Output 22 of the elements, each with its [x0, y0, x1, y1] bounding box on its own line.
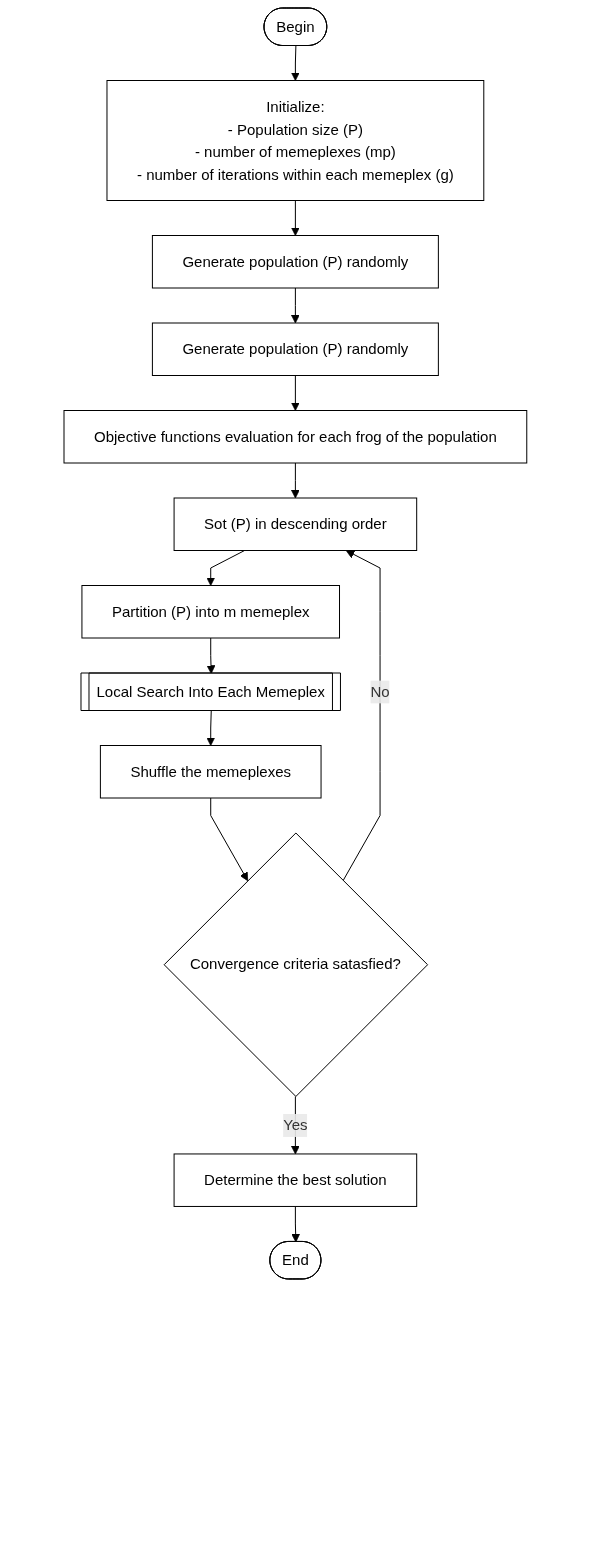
node-box: Partition (P) into m memeplex: [81, 585, 340, 639]
arrow: [290, 375, 300, 411]
node-box: Initialize: - Population size (P) - number of memeplexes (mp) - number of iterations within each memeplex (g): [106, 80, 484, 201]
arrow: [205, 550, 245, 586]
arrow: [205, 710, 215, 746]
edge-label: Yes: [282, 1115, 308, 1133]
arrow: [290, 1205, 300, 1243]
node-diamond: Convergence criteria satasfied?: [163, 832, 428, 1097]
node-box: Generate population (P) randomly: [151, 322, 439, 376]
arrow: [209, 797, 248, 882]
arrow: [290, 462, 300, 499]
node-box: Objective functions evaluation for each frog of the population: [63, 410, 527, 464]
edge-label: No: [370, 682, 390, 700]
node-box: Shuffle the memeplexes: [99, 745, 322, 799]
node-box: Sot (P) in descending order: [173, 497, 417, 551]
arrow: [290, 45, 300, 81]
node-box: Determine the best solution: [173, 1153, 417, 1207]
arrow: [206, 637, 215, 674]
arrow: [342, 550, 381, 882]
node-box: Generate population (P) randomly: [151, 235, 439, 289]
arrow: [290, 287, 300, 324]
arrow: [290, 200, 300, 236]
